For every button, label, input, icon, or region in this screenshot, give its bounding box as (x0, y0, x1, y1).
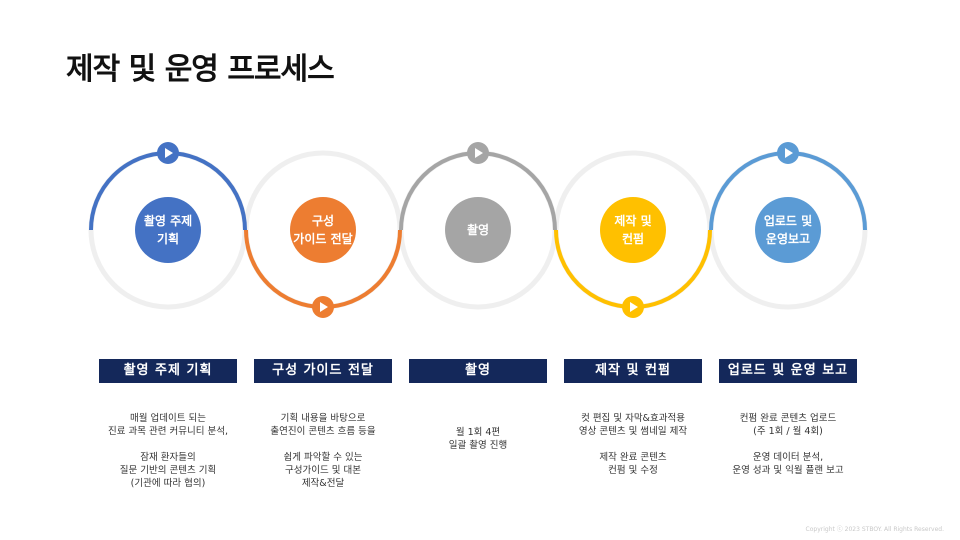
step-1-bar: 촬영 주제 기획 (99, 359, 237, 383)
step-5-circle-label: 업로드 및 운영보고 (763, 214, 813, 246)
step-5-bar: 업로드 및 운영 보고 (719, 359, 857, 383)
step-1-circle-label: 촬영 주제 기획 (143, 214, 193, 246)
play-icon (312, 296, 334, 318)
step-2-circle-label: 구성 가이드 전달 (293, 214, 353, 246)
step-4-bar: 제작 및 컨펌 (564, 359, 702, 383)
disc-1 (135, 197, 201, 263)
disc-3 (445, 197, 511, 263)
play-icon (467, 142, 489, 164)
arc-markers (157, 142, 799, 318)
step-2-description: 기획 내용을 바탕으로 출연진이 콘텐츠 흐름 등을 쉽게 파악할 수 있는 구… (270, 413, 376, 489)
step-4-description: 컷 편집 및 자막&효과적용 영상 콘텐츠 및 썸네일 제작 제작 완료 콘텐츠… (578, 413, 688, 476)
disc-5 (755, 197, 821, 263)
disc-4 (600, 197, 666, 263)
play-icon (157, 142, 179, 164)
copyright-text: Copyright ⓒ 2023 STBOY. All Rights Reser… (805, 526, 944, 533)
step-3-description: 월 1회 4편 일괄 촬영 진행 (448, 427, 508, 451)
step-2-bar: 구성 가이드 전달 (254, 359, 392, 383)
step-5-description: 컨펌 완료 콘텐츠 업로드 (주 1회 / 월 4회) 운영 데이터 분석, 운… (732, 413, 844, 476)
step-3-bar: 촬영 (409, 359, 547, 383)
step-4-circle-label: 제작 및 컨펌 (614, 214, 652, 246)
play-icon (777, 142, 799, 164)
step-3-circle-label: 촬영 (466, 223, 490, 237)
step-discs (135, 197, 821, 263)
page-title: 제작 및 운영 프로세스 (66, 52, 335, 87)
play-icon (622, 296, 644, 318)
disc-2 (290, 197, 356, 263)
step-1-description: 매월 업데이트 되는 진료 과목 관련 커뮤니티 분석, 잠재 환자들의 질문 … (108, 413, 228, 489)
